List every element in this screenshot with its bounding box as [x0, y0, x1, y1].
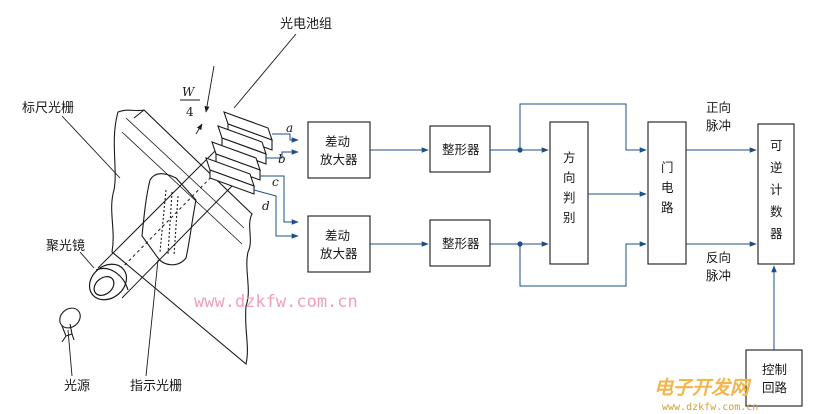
shaper-1-box [429, 125, 491, 173]
watermark-logo-url: www.dzkfw.com.cn [662, 402, 758, 413]
photocell-group-label: 光电池组 [280, 17, 332, 32]
index-grating-label: 指示光栅 [130, 379, 182, 394]
signal-c-label: c [272, 175, 279, 189]
signal-d-label: d [262, 199, 270, 213]
junction-dots [517, 147, 523, 247]
signal-wires [253, 133, 299, 239]
control-loop-line1: 控制 [762, 362, 787, 377]
gate-circuit-char-2: 电 [661, 180, 674, 195]
light-source-bulb [59, 307, 81, 343]
label-leaders [61, 33, 297, 377]
counter-char-5: 器 [770, 226, 783, 241]
control-loop-box [745, 349, 803, 407]
counter-char-3: 计 [770, 182, 783, 197]
index-grating-strip [141, 173, 197, 266]
direction-judge-char-3: 判 [563, 190, 576, 205]
diff-amp-1-line1: 差动 [325, 134, 350, 149]
watermark-url: www.dzkfw.com.cn [194, 292, 358, 312]
direction-judge-box [549, 121, 589, 265]
scale-grating-label: 标尺光栅 [22, 101, 74, 116]
diff-amp-1-box [307, 121, 371, 179]
direction-judge-char-4: 别 [563, 210, 576, 225]
condenser-lens-label: 聚光镜 [46, 239, 85, 254]
reverse-pulse-line1: 反向 [706, 250, 731, 265]
quarter-w-numerator: W [182, 85, 196, 99]
photocell-group [205, 111, 273, 195]
gate-circuit-char-1: 门 [661, 160, 674, 175]
gate-circuit-box [647, 121, 687, 265]
counter-char-2: 逆 [770, 160, 783, 175]
shaper-1-label: 整形器 [442, 142, 480, 157]
quarter-w-dimension [180, 65, 215, 135]
watermark-logo-text: 电子开发网 [654, 377, 752, 399]
scale-grating-lines [121, 117, 245, 245]
diff-amp-1-line2: 放大器 [320, 152, 358, 167]
gate-circuit-char-3: 路 [661, 200, 674, 215]
control-loop-line2: 回路 [762, 380, 788, 395]
diff-amp-2-box [307, 215, 371, 273]
condenser-lens [88, 263, 129, 301]
counter-char-1: 可 [770, 138, 783, 153]
direction-judge-char-1: 方 [563, 150, 576, 165]
quarter-w-denominator: 4 [186, 105, 194, 119]
forward-pulse-line2: 脉冲 [706, 118, 731, 133]
diff-amp-2-line1: 差动 [325, 228, 350, 243]
counter-char-4: 数 [770, 204, 783, 219]
reverse-pulse-line2: 脉冲 [706, 268, 731, 283]
light-source-label: 光源 [64, 379, 90, 394]
forward-pulse-line1: 正向 [706, 100, 731, 115]
shaper-2-label: 整形器 [442, 236, 480, 251]
signal-b-label: b [278, 152, 286, 166]
shaper-2-box [429, 219, 491, 267]
block-connections [370, 103, 777, 350]
signal-a-label: a [286, 121, 293, 135]
diff-amp-2-line2: 放大器 [320, 246, 358, 261]
light-beam [97, 149, 233, 299]
direction-judge-char-2: 向 [563, 170, 576, 185]
reversible-counter-box [757, 123, 795, 265]
